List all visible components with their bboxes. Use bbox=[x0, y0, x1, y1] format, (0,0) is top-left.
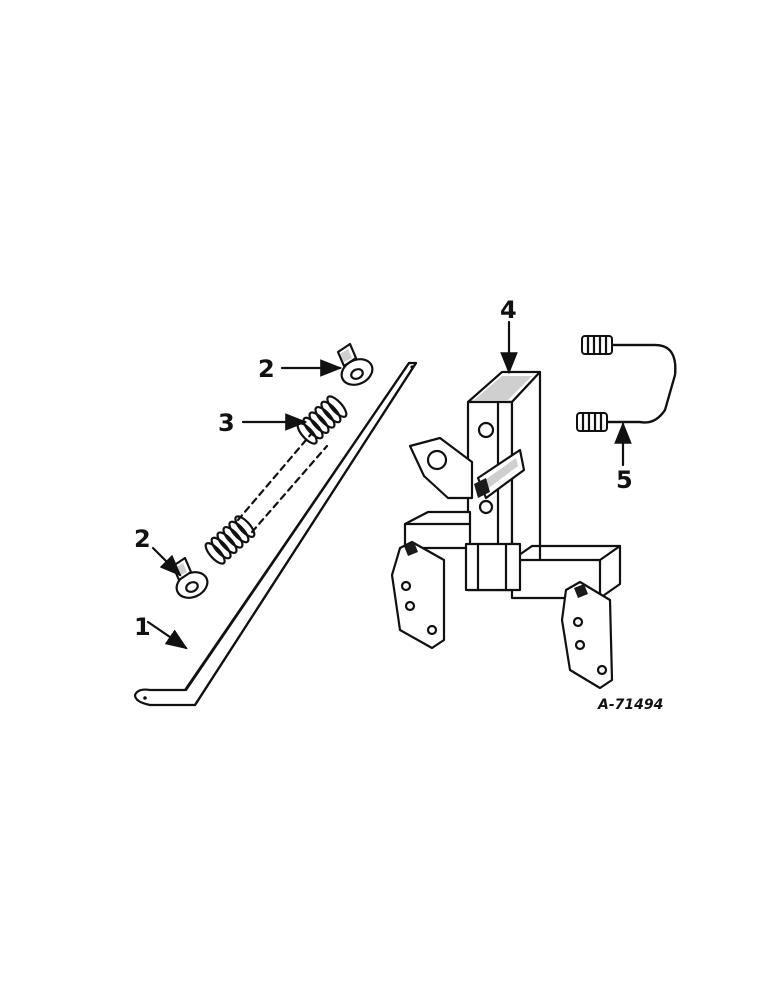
figure-reference: A-71494 bbox=[597, 697, 663, 713]
callout-2-upper: 2 bbox=[258, 355, 275, 383]
callout-3: 3 bbox=[218, 409, 235, 437]
leader-2-lower bbox=[151, 546, 182, 577]
clamp-collar-part-2-lower bbox=[171, 556, 209, 599]
u-bolt-thread-lower bbox=[576, 411, 608, 433]
rod-part-1 bbox=[133, 361, 418, 707]
callout-1: 1 bbox=[134, 613, 151, 641]
callout-2-lower: 2 bbox=[134, 525, 151, 553]
callout-5: 5 bbox=[616, 466, 633, 494]
u-bolt-part-5 bbox=[576, 334, 677, 433]
clamp-collar-part-2-upper bbox=[336, 342, 374, 386]
bracket-assembly-part-4 bbox=[390, 370, 622, 690]
spring-part-3 bbox=[204, 395, 348, 565]
leader-1 bbox=[146, 620, 188, 650]
u-bolt-thread-upper bbox=[581, 334, 613, 356]
leader-lines bbox=[146, 320, 632, 650]
callout-4: 4 bbox=[500, 296, 517, 324]
